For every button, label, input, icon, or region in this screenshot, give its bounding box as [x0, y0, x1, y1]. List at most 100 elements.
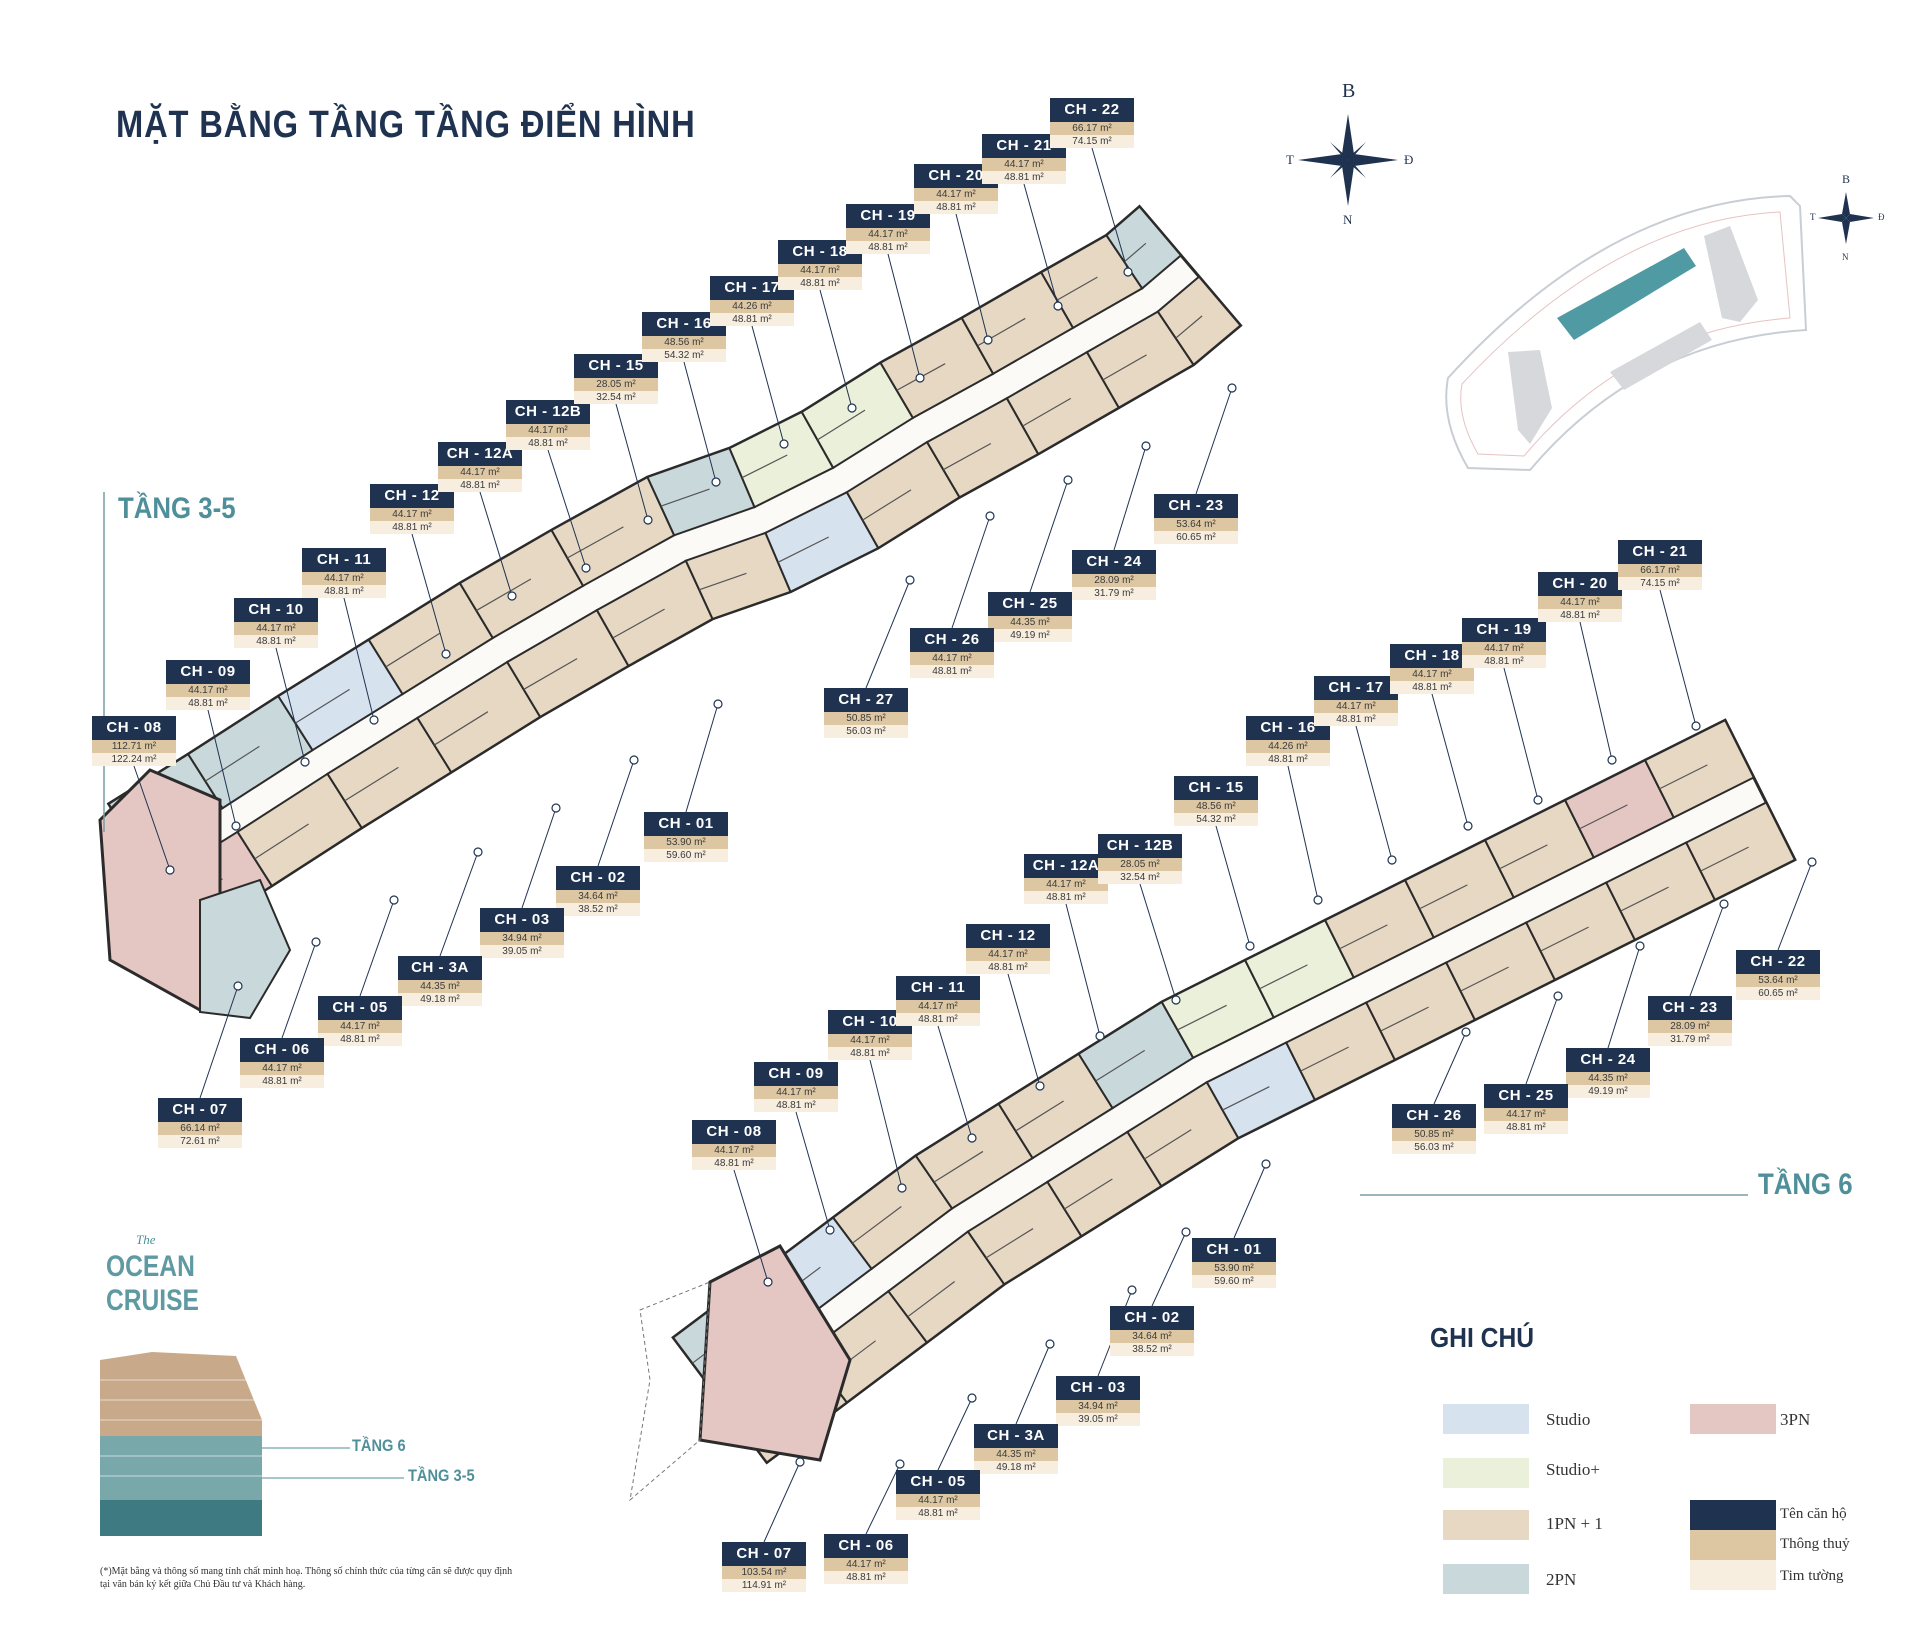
unit-clear-area: 44.26 m² [710, 300, 794, 313]
unit-wall-area: 48.81 m² [1484, 1121, 1568, 1134]
unit-clear-area: 50.85 m² [824, 712, 908, 725]
leader-dot [1261, 1159, 1271, 1169]
unit-clear-area: 66.14 m² [158, 1122, 242, 1135]
unit-name: CH - 27 [824, 688, 908, 712]
leader-line [751, 325, 785, 445]
unit-clear-area: 44.17 m² [846, 228, 930, 241]
compass-small-e: Đ [1878, 212, 1885, 222]
leader-line [281, 941, 317, 1039]
unit-clear-area: 34.64 m² [1110, 1330, 1194, 1343]
unit-wall-area: 48.81 m² [910, 665, 994, 678]
unit-wall-area: 49.18 m² [398, 993, 482, 1006]
leader-dot [985, 511, 995, 521]
unit-name: CH - 12B [1098, 834, 1182, 858]
unit-wall-area: 56.03 m² [1392, 1141, 1476, 1154]
unit-clear-area: 34.94 m² [1056, 1400, 1140, 1413]
unit-wall-area: 48.81 m² [240, 1075, 324, 1088]
unit-clear-area: 44.35 m² [1566, 1072, 1650, 1085]
building-illustration [100, 1352, 404, 1536]
unit-name: CH - 08 [92, 716, 176, 740]
leader-line [1233, 1163, 1267, 1239]
unit-wall-area: 122.24 m² [92, 753, 176, 766]
legend-title: GHI CHÚ [1430, 1322, 1535, 1353]
leader-dot [369, 715, 379, 725]
leader-dot [311, 937, 321, 947]
unit-name: CH - 08 [692, 1120, 776, 1144]
unit-wall-area: 39.05 m² [1056, 1413, 1140, 1426]
page-title: MẶT BẰNG TẦNG TẦNG ĐIỂN HÌNH [116, 104, 696, 146]
unit-wall-area: 31.79 m² [1072, 587, 1156, 600]
leader-line [819, 289, 853, 409]
compass-s: N [1343, 212, 1353, 227]
brand-line-2: CRUISE [106, 1284, 199, 1317]
unit-wall-area: 48.81 m² [1024, 891, 1108, 904]
unit-clear-area: 44.17 m² [896, 1000, 980, 1013]
leader-dot [1063, 475, 1073, 485]
leader-line [865, 579, 911, 689]
unit-name: CH - 25 [988, 592, 1072, 616]
leader-line [1607, 945, 1641, 1049]
building-floor-6: TẦNG 6 [352, 1436, 406, 1455]
legend-label-wall: Tim tường [1780, 1568, 1844, 1584]
compass-small-s: N [1842, 252, 1849, 262]
unit-name: CH - 22 [1050, 98, 1134, 122]
leader-dot [1719, 899, 1729, 909]
leader-line [1689, 903, 1725, 997]
unit-wall-area: 49.19 m² [988, 629, 1072, 642]
compass-small-w: T [1810, 212, 1816, 222]
leader-dot [795, 1457, 805, 1467]
unit-name: CH - 07 [722, 1542, 806, 1566]
leader-line [1139, 883, 1177, 1001]
unit-name: CH - 3A [398, 956, 482, 980]
unit-wall-area: 38.52 m² [1110, 1343, 1194, 1356]
legend-label-clear: Thông thuỷ [1780, 1536, 1850, 1552]
floor-label-3-5: TẦNG 3-5 [118, 492, 236, 525]
leader-line [763, 1461, 801, 1543]
leader-dot [1635, 941, 1645, 951]
leader-dot [165, 865, 175, 875]
unit-clear-area: 48.56 m² [1174, 800, 1258, 813]
unit-wall-area: 48.81 m² [846, 241, 930, 254]
unit-name: CH - 02 [1110, 1306, 1194, 1330]
leader-dot [1807, 857, 1817, 867]
unit-clear-area: 44.17 m² [778, 264, 862, 277]
leader-dot [1127, 1285, 1137, 1295]
leader-dot [983, 335, 993, 345]
unit-name: CH - 25 [1484, 1084, 1568, 1108]
leader-dot [825, 1225, 835, 1235]
leader-line [955, 213, 989, 341]
legend-label-studio-plus: Studio+ [1546, 1460, 1600, 1479]
unit-clear-area: 44.17 m² [302, 572, 386, 585]
leader-dot [1045, 1339, 1055, 1349]
unit-name: CH - 03 [480, 908, 564, 932]
unit-name: CH - 24 [1072, 550, 1156, 574]
unit-name: CH - 22 [1736, 950, 1820, 974]
leader-line [865, 1463, 901, 1535]
leader-dot [905, 575, 915, 585]
unit-wall-area: 48.81 m² [1462, 655, 1546, 668]
leader-line [937, 1025, 973, 1139]
leader-dot [1245, 941, 1255, 951]
unit-wall-area: 48.81 m² [896, 1507, 980, 1520]
unit-clear-area: 44.17 m² [370, 508, 454, 521]
leader-line [547, 449, 587, 569]
leader-dot [1553, 991, 1563, 1001]
leader-dot [915, 373, 925, 383]
floor-plan-3-5 [98, 204, 1243, 1020]
unit-clear-area: 44.17 m² [1462, 642, 1546, 655]
